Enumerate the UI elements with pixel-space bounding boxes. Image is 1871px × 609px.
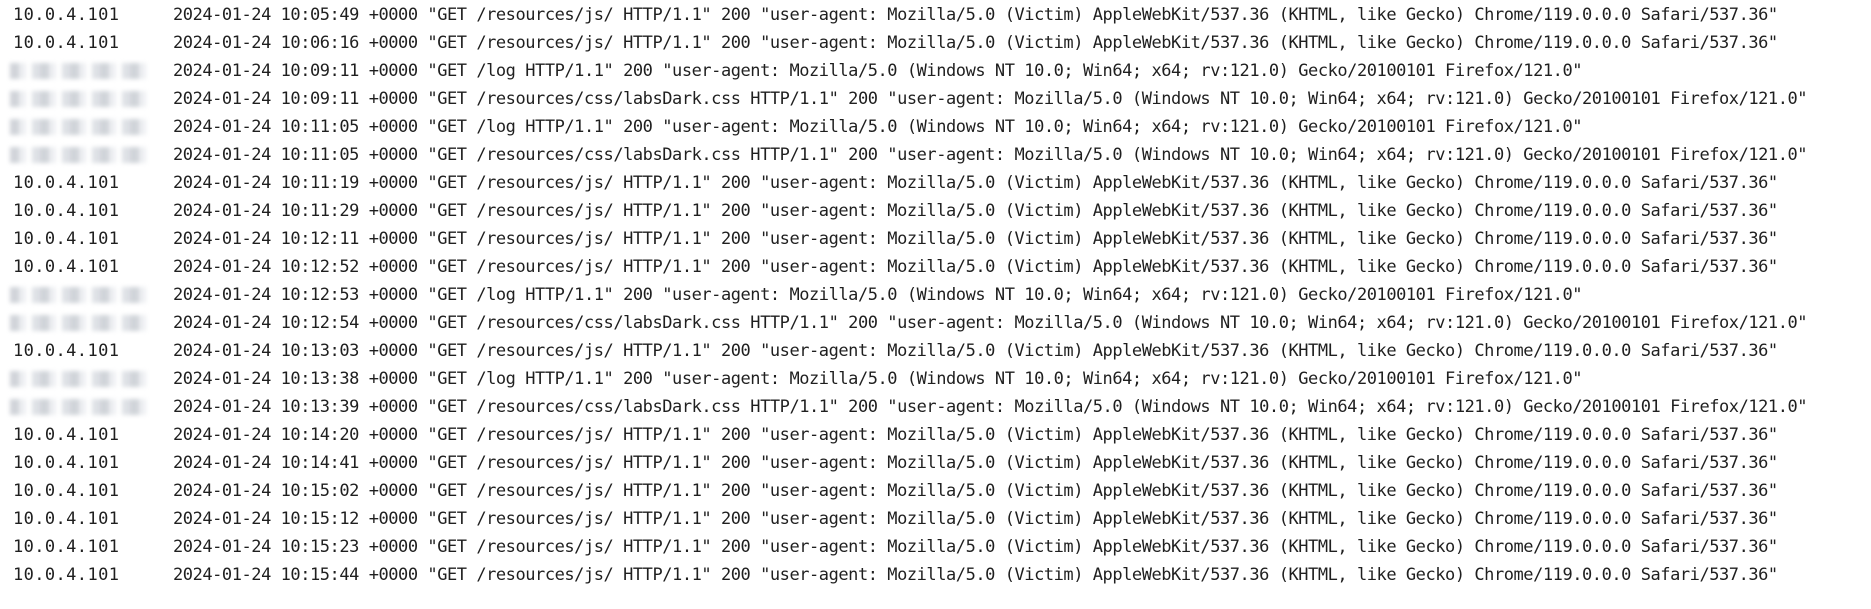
log-entry-text: 2024-01-24 10:11:05 +0000 "GET /log HTTP…: [173, 117, 1583, 137]
log-entry-text: 2024-01-24 10:09:11 +0000 "GET /log HTTP…: [173, 61, 1583, 81]
log-entry-row: 10.0.4.101 2024-01-24 10:11:19 +0000 "GET…: [0, 169, 1871, 197]
client-ip: 10.0.4.101: [13, 537, 120, 557]
log-entry-text: 2024-01-24 10:13:03 +0000 "GET /resource…: [173, 341, 1778, 361]
client-ip: 10.0.4.101: [13, 173, 120, 193]
client-ip: 10.0.4.101: [13, 481, 120, 501]
log-entry-row: 10.0.4.101 2024-01-24 10:13:03 +0000 "GET…: [0, 337, 1871, 365]
client-ip: 10.0.4.101: [13, 509, 120, 529]
log-entry-text: 2024-01-24 10:12:54 +0000 "GET /resource…: [173, 313, 1808, 333]
client-ip: 10.0.4.101: [13, 341, 120, 361]
log-entry-row: 2024-01-24 10:13:39 +0000 "GET /resource…: [0, 393, 1871, 421]
log-entry-text: 2024-01-24 10:12:11 +0000 "GET /resource…: [173, 229, 1778, 249]
client-ip: 10.0.4.101: [13, 425, 120, 445]
log-entry-text: 2024-01-24 10:15:02 +0000 "GET /resource…: [173, 481, 1778, 501]
log-entry-text: 2024-01-24 10:11:29 +0000 "GET /resource…: [173, 201, 1778, 221]
log-entry-text: 2024-01-24 10:13:39 +0000 "GET /resource…: [173, 397, 1808, 417]
log-entry-row: 10.0.4.101 2024-01-24 10:14:41 +0000 "GET…: [0, 449, 1871, 477]
log-entry-text: 2024-01-24 10:05:49 +0000 "GET /resource…: [173, 5, 1778, 25]
client-ip: 10.0.4.101: [13, 229, 120, 249]
client-ip: 10.0.4.101: [13, 5, 120, 25]
log-entry-text: 2024-01-24 10:15:44 +0000 "GET /resource…: [173, 565, 1778, 585]
log-entry-row: 2024-01-24 10:11:05 +0000 "GET /resource…: [0, 141, 1871, 169]
redacted-ip: [10, 287, 148, 303]
log-entry-row: 10.0.4.101 2024-01-24 10:15:44 +0000 "GET…: [0, 561, 1871, 589]
redacted-ip: [10, 63, 148, 79]
log-entry-row: 2024-01-24 10:09:11 +0000 "GET /log HTTP…: [0, 57, 1871, 85]
log-entry-row: 10.0.4.101 2024-01-24 10:11:29 +0000 "GET…: [0, 197, 1871, 225]
log-entry-row: 10.0.4.101 2024-01-24 10:06:16 +0000 "GET…: [0, 29, 1871, 57]
log-entry-row: 10.0.4.101 2024-01-24 10:15:23 +0000 "GET…: [0, 533, 1871, 561]
log-entry-row: 2024-01-24 10:11:05 +0000 "GET /log HTTP…: [0, 113, 1871, 141]
log-entry-row: 10.0.4.101 2024-01-24 10:15:02 +0000 "GET…: [0, 477, 1871, 505]
log-entry-text: 2024-01-24 10:15:23 +0000 "GET /resource…: [173, 537, 1778, 557]
log-entry-text: 2024-01-24 10:06:16 +0000 "GET /resource…: [173, 33, 1778, 53]
client-ip: 10.0.4.101: [13, 201, 120, 221]
log-entry-text: 2024-01-24 10:11:19 +0000 "GET /resource…: [173, 173, 1778, 193]
redacted-ip: [10, 371, 148, 387]
log-entry-row: 10.0.4.101 2024-01-24 10:12:11 +0000 "GET…: [0, 225, 1871, 253]
log-entry-row: 2024-01-24 10:09:11 +0000 "GET /resource…: [0, 85, 1871, 113]
redacted-ip: [10, 147, 148, 163]
log-entry-text: 2024-01-24 10:15:12 +0000 "GET /resource…: [173, 509, 1778, 529]
log-entry-text: 2024-01-24 10:13:38 +0000 "GET /log HTTP…: [173, 369, 1583, 389]
redacted-ip: [10, 91, 148, 107]
client-ip: 10.0.4.101: [13, 453, 120, 473]
log-entry-row: 10.0.4.101 2024-01-24 10:12:52 +0000 "GET…: [0, 253, 1871, 281]
log-entry-row: 10.0.4.101 2024-01-24 10:05:49 +0000 "GET…: [0, 1, 1871, 29]
client-ip: 10.0.4.101: [13, 257, 120, 277]
log-entry-row: 2024-01-24 10:13:38 +0000 "GET /log HTTP…: [0, 365, 1871, 393]
log-entry-text: 2024-01-24 10:12:53 +0000 "GET /log HTTP…: [173, 285, 1583, 305]
log-entry-text: 2024-01-24 10:11:05 +0000 "GET /resource…: [173, 145, 1808, 165]
log-entry-text: 2024-01-24 10:14:20 +0000 "GET /resource…: [173, 425, 1778, 445]
client-ip: 10.0.4.101: [13, 565, 120, 585]
client-ip: 10.0.4.101: [13, 33, 120, 53]
redacted-ip: [10, 399, 148, 415]
log-entry-row: 2024-01-24 10:12:54 +0000 "GET /resource…: [0, 309, 1871, 337]
log-entry-row: 2024-01-24 10:12:53 +0000 "GET /log HTTP…: [0, 281, 1871, 309]
redacted-ip: [10, 315, 148, 331]
log-entry-text: 2024-01-24 10:14:41 +0000 "GET /resource…: [173, 453, 1778, 473]
log-entry-text: 2024-01-24 10:12:52 +0000 "GET /resource…: [173, 257, 1778, 277]
log-entry-row: 10.0.4.101 2024-01-24 10:14:20 +0000 "GET…: [0, 421, 1871, 449]
redacted-ip: [10, 119, 148, 135]
log-entry-text: 2024-01-24 10:09:11 +0000 "GET /resource…: [173, 89, 1808, 109]
log-entry-row: 10.0.4.101 2024-01-24 10:15:12 +0000 "GET…: [0, 505, 1871, 533]
